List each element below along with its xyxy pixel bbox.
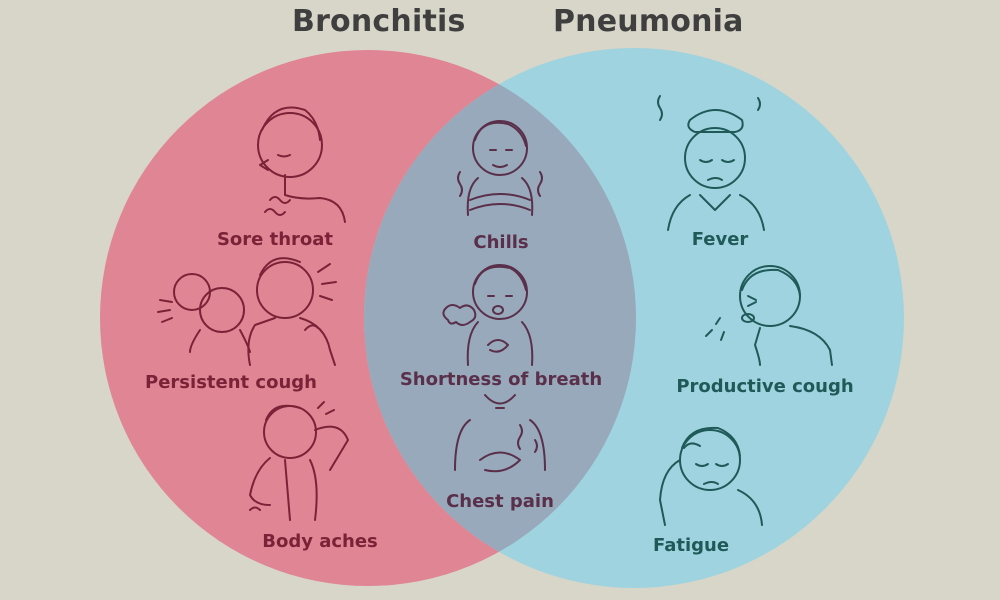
heading-pneumonia: Pneumonia (553, 4, 744, 39)
person-productive-cough-icon (705, 265, 833, 366)
heading-bronchitis: Bronchitis (292, 4, 466, 39)
person-sore-throat-icon (257, 106, 346, 223)
person-short-breath-icon (442, 264, 534, 366)
person-chest-pain-icon (454, 394, 546, 473)
person-fatigue-icon (659, 426, 763, 526)
label-fatigue: Fatigue (652, 535, 730, 556)
label-chills: Chills (473, 232, 529, 253)
person-shivering-icon (457, 120, 543, 216)
person-coughing-icon (157, 257, 337, 366)
label-fever: Fever (691, 229, 749, 250)
label-shortness-of-breath: Shortness of breath (399, 369, 603, 390)
person-body-aches-icon (249, 401, 349, 521)
label-productive-cough: Productive cough (676, 376, 854, 397)
person-fever-icon (657, 95, 765, 231)
label-chest-pain: Chest pain (446, 491, 554, 512)
label-sore-throat: Sore throat (216, 229, 334, 250)
label-body-aches: Body aches (262, 531, 378, 552)
label-persistent-cough: Persistent cough (145, 372, 317, 393)
